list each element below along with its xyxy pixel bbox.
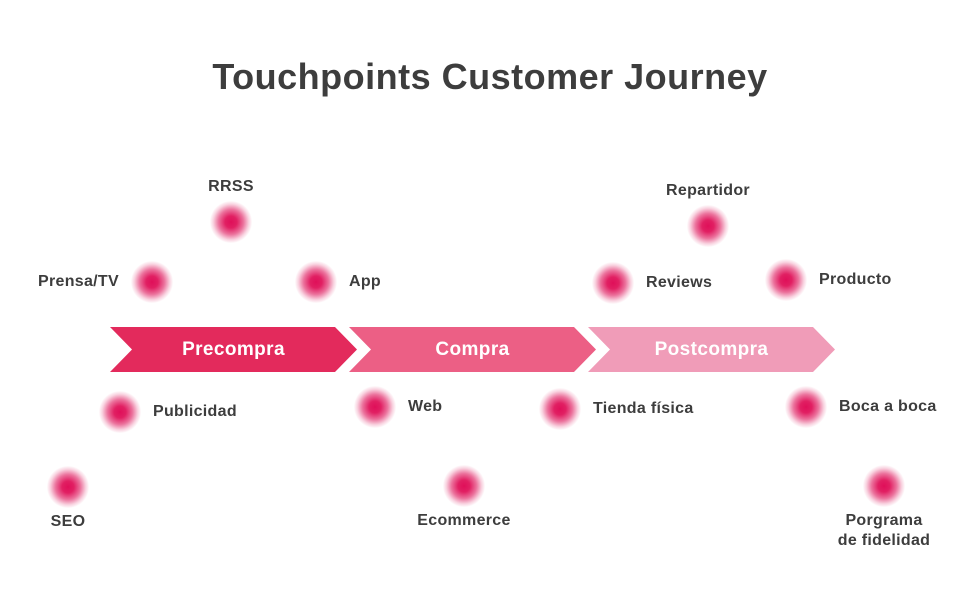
touchpoint-dot-icon (863, 465, 905, 507)
touchpoint-ecommerce: Ecommerce (404, 465, 524, 531)
touchpoint-seo: SEO (28, 466, 108, 532)
touchpoint-reviews: Reviews (592, 262, 712, 304)
touchpoint-dot-icon (130, 261, 173, 303)
touchpoint-dot-icon (210, 201, 252, 243)
touchpoint-label: Repartidor (666, 182, 750, 199)
touchpoint-label: SEO (50, 513, 86, 530)
touchpoint-label: Boca a boca (839, 398, 937, 415)
touchpoint-programa-fidelidad: Porgrama de fidelidad (814, 465, 954, 551)
stage-precompra: Precompra (110, 327, 357, 372)
stage-compra: Compra (349, 327, 596, 372)
touchpoint-dot-icon (539, 388, 581, 430)
touchpoint-tienda-fisica: Tienda física (539, 388, 694, 430)
touchpoint-web: Web (354, 386, 442, 428)
touchpoint-dot-icon (785, 386, 827, 428)
touchpoint-label: Reviews (646, 274, 713, 291)
touchpoint-rrss: RRSS (196, 177, 266, 243)
touchpoint-label: RRSS (208, 178, 254, 195)
touchpoint-dot-icon (687, 205, 729, 247)
touchpoint-dot-icon (443, 465, 485, 507)
touchpoint-app: App (295, 261, 381, 303)
touchpoint-dot-icon (47, 466, 89, 508)
touchpoint-repartidor: Repartidor (648, 181, 768, 247)
page-title: Touchpoints Customer Journey (212, 56, 768, 97)
touchpoint-publicidad: Publicidad (99, 391, 237, 433)
touchpoint-label: Tienda física (593, 400, 694, 417)
touchpoint-label: App (349, 273, 382, 290)
touchpoint-dot-icon (765, 259, 807, 301)
touchpoint-dot-icon (99, 391, 141, 433)
touchpoint-label: Porgrama de fidelidad (837, 512, 931, 549)
touchpoint-label: Publicidad (153, 403, 237, 420)
touchpoint-boca-a-boca: Boca a boca (785, 386, 937, 428)
touchpoint-label: Producto (819, 271, 892, 288)
touchpoint-label: Ecommerce (417, 512, 511, 529)
touchpoint-prensa-tv: Prensa/TV (38, 261, 173, 303)
touchpoint-dot-icon (354, 386, 396, 428)
touchpoint-label: Prensa/TV (38, 273, 119, 290)
stage-postcompra: Postcompra (588, 327, 835, 372)
stage-label: Precompra (182, 338, 285, 360)
touchpoint-producto: Producto (765, 259, 892, 301)
touchpoint-dot-icon (295, 261, 337, 303)
touchpoint-dot-icon (592, 262, 634, 304)
stage-label: Compra (435, 338, 510, 360)
stage-label: Postcompra (654, 338, 769, 360)
touchpoint-label: Web (408, 398, 443, 415)
